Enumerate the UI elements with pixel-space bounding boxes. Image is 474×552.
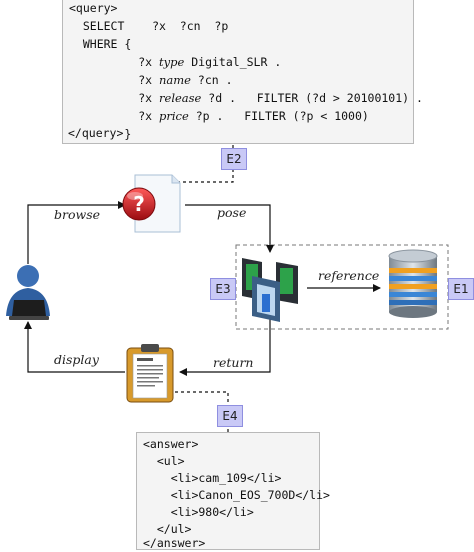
edge-label-browse: browse	[54, 207, 101, 222]
query-line: }	[69, 127, 132, 141]
answer-line: <li>980</li>	[143, 505, 254, 519]
query-line: ?x price ?p . FILTER (?p < 1000)	[69, 109, 369, 123]
edge-browse	[27, 201, 126, 264]
question-document-icon: ?	[122, 174, 181, 233]
query-line: SELECT ?x ?cn ?p	[69, 19, 229, 33]
query-closing-line: </query>	[68, 126, 124, 140]
edge-label-display: display	[54, 352, 99, 367]
answer-line: <ul>	[143, 454, 185, 468]
server-cluster-icon	[242, 258, 298, 322]
answer-line: <li>cam_109</li>	[143, 471, 282, 485]
user-at-laptop-icon	[6, 265, 50, 320]
edge-pose	[185, 204, 274, 253]
edge-label-return: return	[213, 355, 254, 370]
database-icon	[388, 249, 438, 318]
tag-e3: E3	[210, 278, 236, 300]
answer-line: <li>Canon_EOS_700D</li>	[143, 488, 330, 502]
answer-line: </ul>	[143, 522, 192, 536]
query-line: WHERE {	[69, 37, 132, 51]
answer-box: <answer> <ul> <li>cam_109</li> <li>Canon…	[136, 432, 330, 550]
answer-line: <answer>	[143, 437, 199, 451]
query-line: ?x release ?d . FILTER (?d > 20100101) .	[69, 91, 423, 105]
query-line: ?x name ?cn .	[69, 73, 233, 87]
tag-e2: E2	[221, 148, 247, 170]
answer-line: </answer>	[143, 536, 206, 550]
clipboard-document-icon	[126, 344, 174, 403]
svg-text:?: ?	[133, 192, 145, 216]
edge-label-reference: reference	[318, 268, 380, 283]
query-line: <query>	[69, 1, 118, 15]
tag-e4: E4	[217, 405, 243, 427]
query-box: <query> SELECT ?x ?cn ?p WHERE { ?x type…	[62, 0, 423, 144]
query-line: ?x type Digital_SLR .	[69, 55, 282, 69]
edge-return	[179, 318, 271, 376]
edge-display	[24, 321, 125, 373]
tag-e1: E1	[448, 278, 474, 300]
edge-label-pose: pose	[217, 205, 247, 220]
